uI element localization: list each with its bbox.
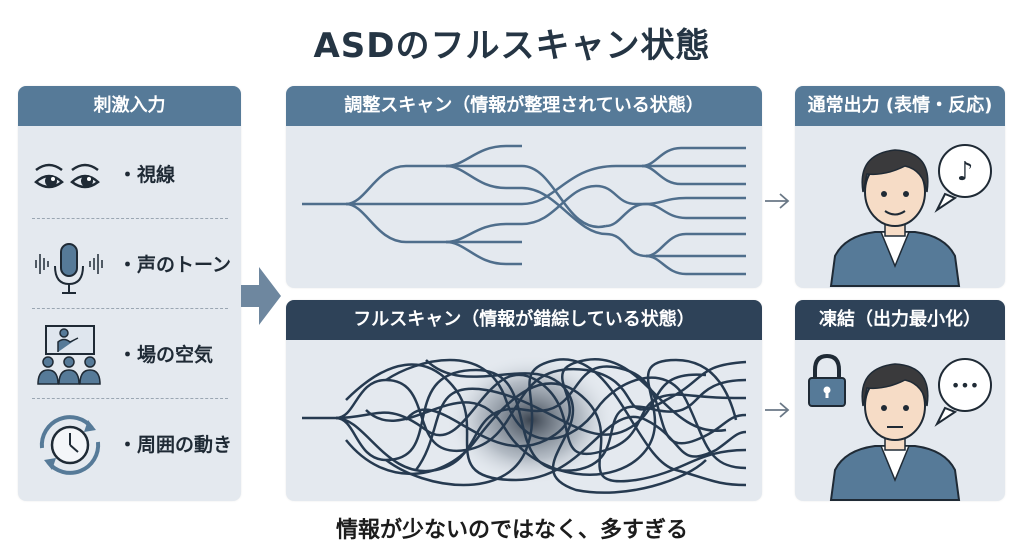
organized-lines: [302, 144, 746, 276]
full-scan-header: フルスキャン（情報が錯綜している状態）: [286, 300, 762, 340]
normal-output-header: 通常出力 (表情・反応): [795, 86, 1005, 126]
speech-bubble: ♪: [934, 144, 992, 213]
footer-caption: 情報が少ないのではなく、多すぎる: [335, 518, 688, 543]
presentation-audience-icon: [37, 325, 101, 385]
stimulus-label: ・周囲の動き: [118, 434, 233, 456]
flow-arrow-icon: [241, 267, 281, 325]
stimulus-label: ・声のトーン: [118, 254, 232, 276]
speech-bubble: •••: [934, 358, 992, 427]
page-title: ASDのフルスキャン状態: [313, 26, 711, 66]
stimulus-item-gaze: ・視線: [18, 130, 241, 220]
stimulus-item-surroundings: ・周囲の動き: [18, 400, 241, 490]
person-avatar: [829, 149, 961, 287]
full-scan-panel: フルスキャン（情報が錯綜している状態）: [286, 300, 762, 501]
stimulus-item-atmosphere: ・場の空気: [18, 310, 241, 400]
music-note-icon: ♪: [957, 157, 974, 187]
lock-icon: [808, 353, 846, 407]
smiling-person-illustration: ♪: [829, 144, 992, 287]
divider: [32, 218, 228, 219]
divider: [32, 308, 228, 309]
stimulus-input-header: 刺激入力: [18, 86, 241, 126]
adjusted-scan-header: 調整スキャン（情報が整理されている状態）: [286, 86, 762, 126]
stimulus-item-voice: ・声のトーン: [18, 220, 241, 310]
tangled-lines: [302, 358, 747, 494]
microphone-icon: [35, 243, 103, 294]
neutral-person-illustration: •••: [808, 353, 992, 501]
stimulus-input-panel: 刺激入力 ・視線 ・声のトーン: [18, 86, 241, 501]
adjusted-scan-panel: 調整スキャン（情報が整理されている状態）: [286, 86, 762, 288]
eyes-icon: [34, 163, 100, 189]
arrow-right-icon: [765, 193, 790, 209]
stimulus-label: ・視線: [118, 164, 176, 186]
stimulus-label: ・場の空気: [118, 344, 214, 366]
freeze-output-panel: 凍結（出力最小化） •••: [795, 300, 1005, 501]
person-avatar: [829, 363, 961, 501]
normal-output-panel: 通常出力 (表情・反応) ♪: [795, 86, 1005, 288]
divider: [32, 398, 228, 399]
clock-cycle-icon: [39, 415, 101, 475]
tangled-lines-diagram: [302, 355, 747, 494]
freeze-output-header: 凍結（出力最小化）: [795, 300, 1005, 340]
ellipsis-icon: •••: [951, 376, 979, 395]
organized-lines-diagram: [302, 144, 746, 276]
arrow-right-icon: [765, 402, 790, 418]
